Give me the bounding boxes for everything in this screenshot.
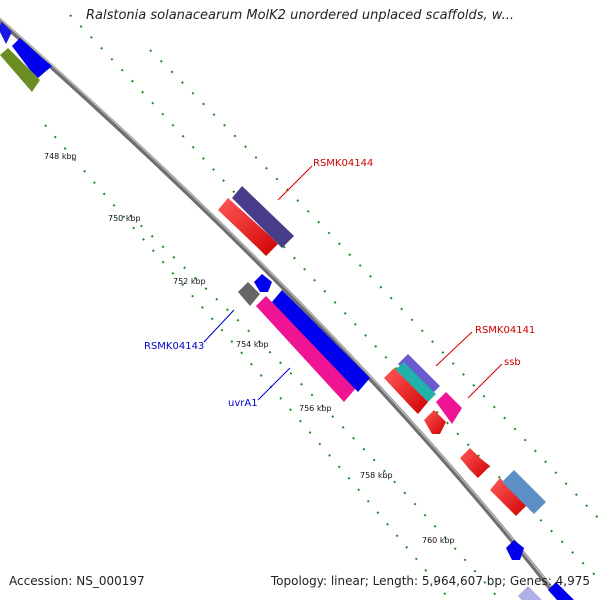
- leader-rsmk04143: [203, 309, 235, 343]
- gene-steelblue[interactable]: [502, 470, 546, 514]
- gene-label-ssb[interactable]: ssb: [504, 357, 521, 368]
- gene-rsmk04144[interactable]: [232, 186, 294, 248]
- gene-labels: RSMK04144 RSMK04143 uvrA1 RSMK04141 ssb: [144, 158, 535, 409]
- gene-olive[interactable]: [0, 48, 40, 92]
- gene-rsmk04141[interactable]: [398, 354, 440, 396]
- tick-rings: [44, 14, 600, 600]
- gene-label-rsmk04144[interactable]: RSMK04144: [313, 158, 373, 169]
- gene-forward-3[interactable]: [254, 274, 272, 292]
- map-title: Ralstonia solanacearum MolK2 unordered u…: [85, 8, 514, 23]
- gene-reverse-2[interactable]: [384, 368, 428, 414]
- gene-reverse-1[interactable]: [218, 198, 278, 256]
- accession-text: Accession: NS_000197: [9, 574, 145, 588]
- tick-label-752: 752 kbp: [173, 277, 206, 286]
- gene-forward-1[interactable]: [0, 22, 12, 44]
- gene-reverse-4[interactable]: [460, 448, 490, 478]
- leader-rsmk04144: [277, 165, 313, 201]
- tick-label-758: 758 kbp: [360, 471, 393, 480]
- tick-label-750: 750 kbp: [108, 214, 141, 223]
- gene-forward-5[interactable]: [506, 540, 524, 560]
- gene-reverse-5[interactable]: [490, 478, 528, 516]
- label-leaders: [203, 165, 503, 401]
- gene-ssb[interactable]: [436, 392, 462, 424]
- leader-uvra1: [257, 367, 291, 401]
- genes: [0, 22, 578, 600]
- tick-label-754: 754 kbp: [236, 340, 269, 349]
- tick-label-756: 756 kbp: [299, 404, 332, 413]
- gene-rsmk04143[interactable]: [238, 282, 260, 306]
- tick-labels: 748 kbp 750 kbp 752 kbp 754 kbp 756 kbp …: [44, 152, 455, 545]
- gene-uvra1[interactable]: [256, 296, 356, 402]
- leader-rsmk04141: [435, 331, 473, 367]
- tick-ring-feature-a: [149, 49, 600, 521]
- gene-forward-2[interactable]: [12, 38, 52, 78]
- gene-label-rsmk04143[interactable]: RSMK04143: [144, 341, 204, 352]
- gene-forward-4[interactable]: [272, 290, 370, 392]
- gene-lavender[interactable]: [518, 586, 548, 600]
- gene-label-uvra1[interactable]: uvrA1: [228, 398, 258, 409]
- tick-label-760: 760 kbp: [422, 536, 455, 545]
- gene-forward-6[interactable]: [548, 582, 578, 600]
- leader-ssb: [467, 363, 503, 399]
- genome-summary-text: Topology: linear; Length: 5,964,607 bp; …: [270, 574, 590, 588]
- genome-backbone: [0, 17, 562, 600]
- gene-teal[interactable]: [395, 362, 436, 402]
- gene-label-rsmk04141[interactable]: RSMK04141: [475, 325, 535, 336]
- gene-reverse-3[interactable]: [424, 410, 446, 434]
- tick-label-748: 748 kbp: [44, 152, 77, 161]
- tick-ring-inner: [44, 124, 451, 600]
